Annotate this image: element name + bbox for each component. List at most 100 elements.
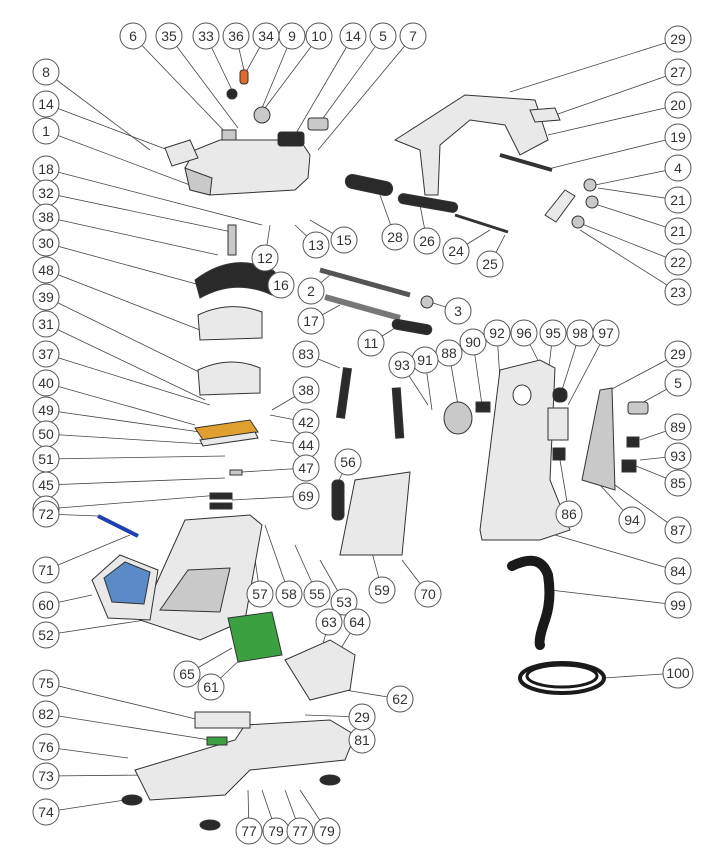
callout-79: 79: [313, 817, 341, 845]
callout-number: 93: [670, 448, 686, 464]
part-spacer-10: [253, 106, 271, 124]
callout-12: 12: [251, 244, 279, 272]
callout-81: 81: [348, 726, 376, 754]
callout-number: 32: [38, 185, 54, 201]
leader-line-14: [45, 103, 169, 151]
callout-circle: [539, 319, 567, 347]
callout-88: 88: [435, 339, 463, 367]
callout-52: 52: [32, 621, 60, 649]
leader-line-38: [45, 216, 219, 256]
callout-number: 87: [670, 522, 686, 538]
callout-9: 9: [278, 22, 306, 50]
part-cable-100-inner: [525, 663, 599, 689]
callout-16: 16: [267, 271, 295, 299]
part-foot-74a: [121, 794, 143, 806]
callout-circle: [32, 500, 60, 528]
callout-26: 26: [413, 227, 441, 255]
callout-number: 63: [321, 614, 337, 630]
callout-circle: [302, 231, 330, 259]
callout-14: 14: [339, 22, 367, 50]
part-sheet-59: [339, 471, 411, 556]
part-roller-28: [344, 173, 394, 197]
callout-5: 5: [369, 22, 397, 50]
callout-13: 13: [302, 231, 330, 259]
part-shaft-19: [499, 153, 553, 172]
leader-line-27: [554, 71, 679, 116]
callout-number: 45: [38, 477, 54, 493]
leader-line-7: [317, 35, 414, 151]
callout-number: 99: [670, 597, 686, 613]
callout-number: 42: [298, 414, 314, 430]
callout-82: 82: [32, 700, 60, 728]
callout-number: 83: [298, 346, 314, 362]
leader-line-20: [547, 104, 679, 136]
callout-circle: [32, 58, 60, 86]
callout-number: 36: [228, 28, 244, 44]
part-spring-5b: [627, 401, 649, 415]
callout-circle: [664, 58, 692, 86]
callout-number: 16: [273, 277, 289, 293]
callout-number: 26: [419, 233, 435, 249]
leader-line-39: [45, 296, 206, 376]
callout-77: 77: [286, 817, 314, 845]
callout-circle: [664, 278, 692, 306]
callout-number: 5: [674, 375, 682, 391]
parts-drawing: [91, 69, 649, 831]
callout-35: 35: [155, 22, 183, 50]
callout-93: 93: [388, 351, 416, 379]
leader-line-75: [45, 682, 201, 721]
callout-31: 31: [32, 310, 60, 338]
callout-93: 93: [664, 442, 692, 470]
leader-line-46: [45, 494, 221, 510]
leader-line-30: [45, 242, 201, 286]
leader-line-6: [132, 35, 229, 136]
callout-7: 7: [399, 22, 427, 50]
callout-number: 75: [38, 675, 54, 691]
leader-line-48: [45, 269, 201, 331]
callout-circle: [32, 369, 60, 397]
callout-77: 77: [235, 817, 263, 845]
callout-circle: [32, 591, 60, 619]
callout-circle: [339, 22, 367, 50]
callout-circle: [662, 657, 694, 689]
leader-line-4: [594, 167, 679, 186]
callout-number: 69: [298, 488, 314, 504]
callout-circle: [664, 442, 692, 470]
callout-circle: [32, 733, 60, 761]
leader-line-31: [45, 323, 206, 401]
callout-89: 89: [664, 413, 692, 441]
callout-number: 82: [38, 706, 54, 722]
part-rubber-56: [331, 479, 345, 521]
leader-line-76: [45, 746, 129, 759]
callout-circle: [334, 448, 362, 476]
callout-circle: [32, 700, 60, 728]
callout-circle: [32, 310, 60, 338]
leader-line-71: [45, 534, 131, 571]
callout-number: 73: [38, 768, 54, 784]
callout-circle: [357, 329, 385, 357]
callout-number: 89: [670, 419, 686, 435]
part-shaft-17: [324, 294, 401, 321]
part-gas-spring-83b: [391, 387, 405, 439]
callout-49: 49: [32, 396, 60, 424]
leader-line-21: [597, 204, 679, 232]
callout-number: 84: [670, 563, 686, 579]
callout-number: 1: [42, 123, 50, 139]
callout-number: 59: [374, 582, 390, 598]
callout-circle: [32, 798, 60, 826]
callout-number: 86: [561, 506, 577, 522]
callout-circle: [664, 591, 692, 619]
part-switch-85: [621, 459, 637, 473]
callout-number: 2: [307, 283, 315, 299]
leader-line-49: [45, 409, 201, 433]
leader-line-23: [579, 229, 679, 293]
callout-circle: [252, 22, 280, 50]
part-cover-plate: [164, 139, 199, 167]
part-shaft-32: [227, 224, 237, 256]
callout-number: 15: [336, 232, 352, 248]
callout-number: 81: [354, 732, 370, 748]
callout-29: 29: [664, 25, 692, 53]
leader-line-52: [45, 619, 146, 636]
callout-92: 92: [483, 319, 511, 347]
